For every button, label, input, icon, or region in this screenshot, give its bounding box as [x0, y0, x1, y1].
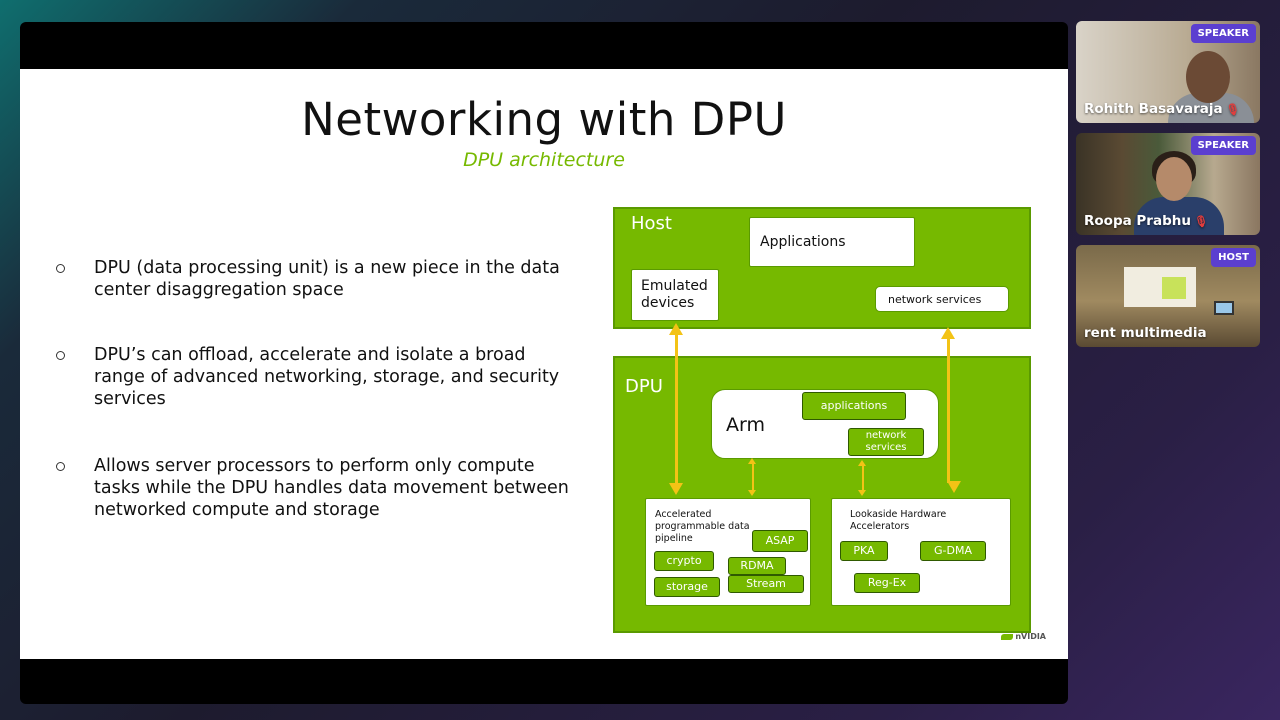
- crypto-chip: crypto: [654, 551, 714, 571]
- bullet-item: DPU’s can offload, accelerate and isolat…: [54, 344, 574, 410]
- bullet-circle-icon: [56, 264, 65, 273]
- presentation-slide: Networking with DPU DPU architecture DPU…: [20, 69, 1068, 659]
- emulated-devices-box: Emulated devices: [631, 269, 719, 321]
- pipeline-label: Accelerated programmable data pipeline: [655, 509, 750, 544]
- participant-name: rent multimedia: [1084, 325, 1207, 341]
- role-badge: HOST: [1211, 248, 1256, 267]
- gdma-chip: G-DMA: [920, 541, 986, 561]
- bullet-text: DPU’s can offload, accelerate and isolat…: [94, 345, 560, 409]
- video-feed: [1134, 197, 1224, 235]
- video-feed: [1124, 267, 1196, 307]
- mic-off-icon: 🎙: [1225, 103, 1240, 116]
- nvidia-eye-icon: [1001, 633, 1014, 640]
- participant-tile-1[interactable]: SPEAKER Rohith Basavaraja🎙: [1076, 21, 1260, 123]
- lookaside-box: Lookaside Hardware Accelerators PKA G-DM…: [831, 498, 1011, 606]
- bullet-circle-icon: [56, 351, 65, 360]
- applications-box: Applications: [749, 217, 915, 267]
- arm-box: Arm applications network services: [711, 389, 939, 459]
- role-badge: SPEAKER: [1190, 136, 1256, 155]
- stream-chip: Stream: [728, 575, 804, 593]
- slide-title: Networking with DPU: [301, 93, 787, 146]
- lookaside-label: Lookaside Hardware Accelerators: [850, 509, 947, 532]
- storage-chip: storage: [654, 577, 720, 597]
- pipeline-box: Accelerated programmable data pipeline A…: [645, 498, 811, 606]
- bullet-item: Allows server processors to perform only…: [54, 455, 574, 521]
- regex-chip: Reg-Ex: [854, 573, 920, 593]
- nvidia-logo: nVIDIA: [1001, 632, 1046, 641]
- pka-chip: PKA: [840, 541, 888, 561]
- slide-subtitle: DPU architecture: [463, 149, 625, 171]
- host-box: Host Applications Emulated devices netwo…: [613, 207, 1031, 329]
- asap-chip: ASAP: [752, 530, 808, 552]
- host-label: Host: [631, 213, 672, 234]
- participant-name: Roopa Prabhu🎙: [1084, 213, 1208, 229]
- rdma-chip: RDMA: [728, 557, 786, 575]
- video-feed: [1214, 301, 1234, 315]
- bullet-circle-icon: [56, 462, 65, 471]
- bullet-item: DPU (data processing unit) is a new piec…: [54, 257, 574, 301]
- participant-tile-3[interactable]: HOST rent multimedia: [1076, 245, 1260, 347]
- nvidia-logo-text: nVIDIA: [1015, 632, 1046, 641]
- bullet-text: Allows server processors to perform only…: [94, 456, 569, 520]
- dpu-architecture-diagram: Host Applications Emulated devices netwo…: [613, 207, 1031, 633]
- network-services-box: network services: [875, 286, 1009, 312]
- role-badge: SPEAKER: [1190, 24, 1256, 43]
- arm-network-services-chip: network services: [848, 428, 924, 456]
- video-feed: [1186, 51, 1230, 103]
- mic-off-icon: 🎙: [1193, 215, 1208, 228]
- participant-tile-2[interactable]: SPEAKER Roopa Prabhu🎙: [1076, 133, 1260, 235]
- dpu-box: DPU Arm applications network services Ac…: [613, 356, 1031, 633]
- participant-name: Rohith Basavaraja🎙: [1084, 101, 1240, 117]
- arm-label: Arm: [726, 414, 765, 436]
- video-feed: [1156, 157, 1192, 201]
- bullet-text: DPU (data processing unit) is a new piec…: [94, 258, 560, 300]
- dpu-label: DPU: [625, 376, 663, 397]
- arm-applications-chip: applications: [802, 392, 906, 420]
- shared-screen-stage: Networking with DPU DPU architecture DPU…: [20, 22, 1068, 704]
